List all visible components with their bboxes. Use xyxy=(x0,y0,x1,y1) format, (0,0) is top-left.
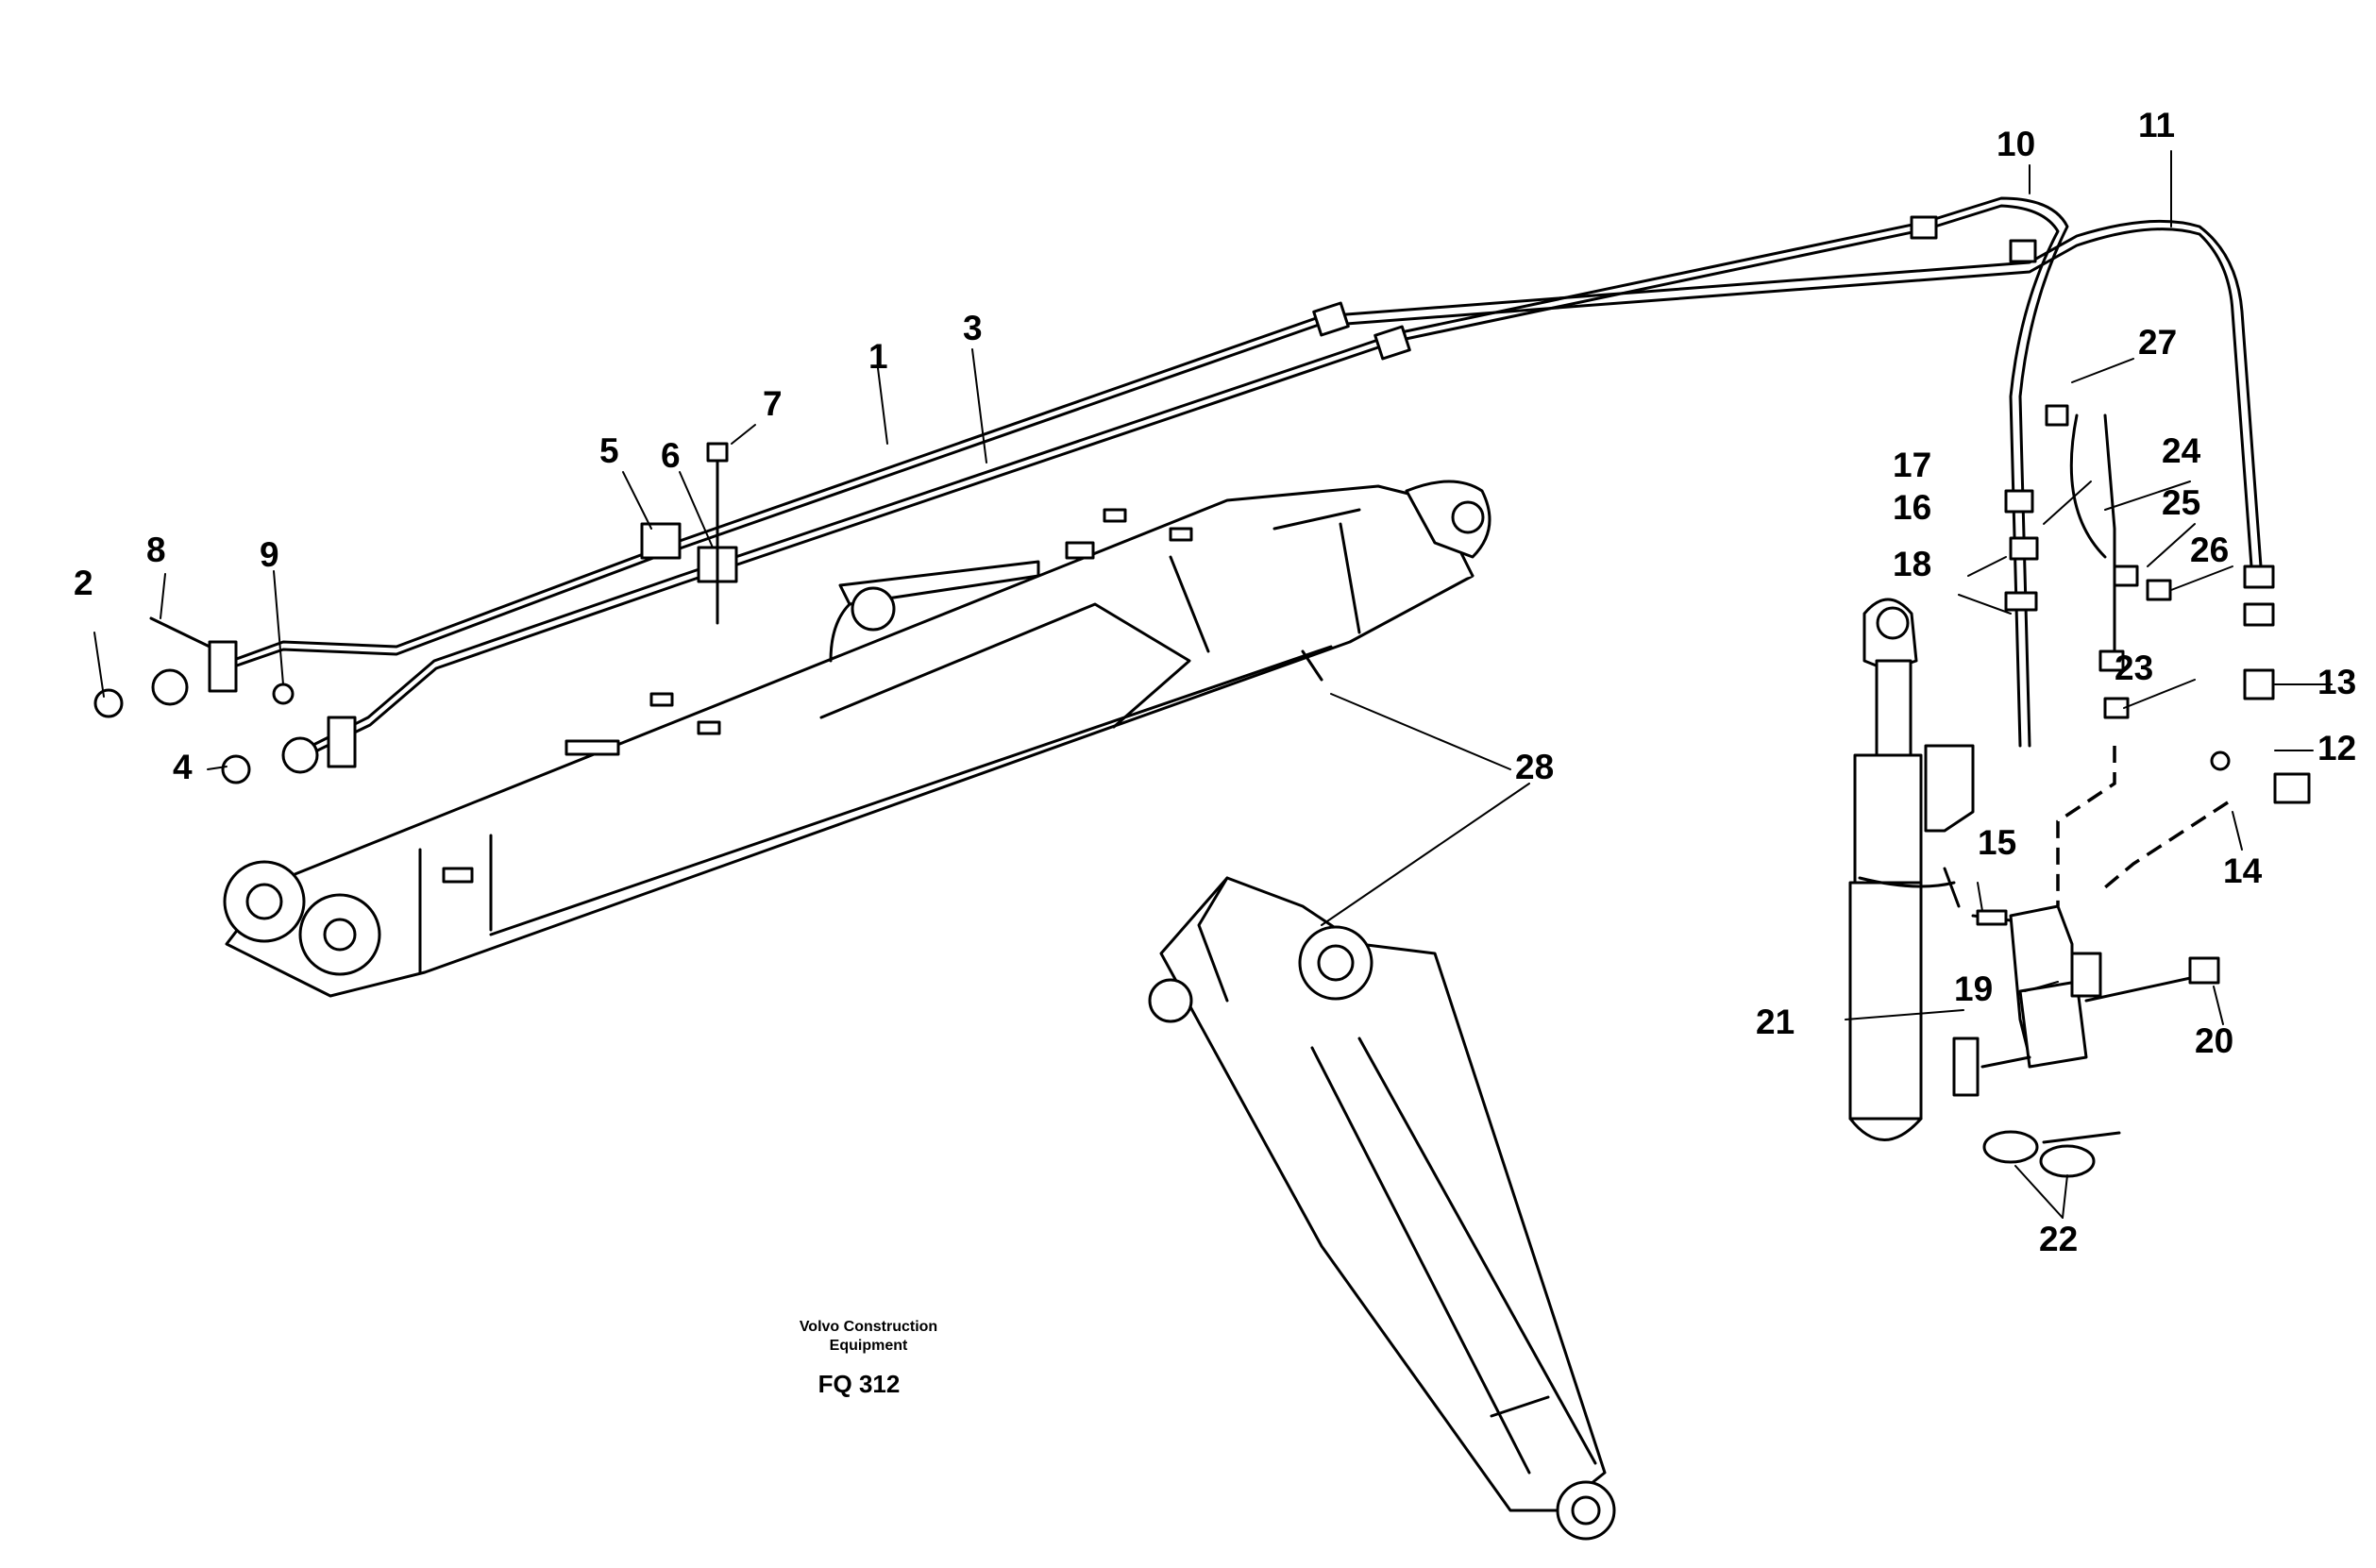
callout-12: 12 xyxy=(2317,729,2356,767)
callout-27: 27 xyxy=(2138,323,2177,362)
hose-clamps-22 xyxy=(1982,1130,2121,1178)
callout-18: 18 xyxy=(1893,545,1931,583)
callout-6: 6 xyxy=(661,436,681,475)
caption-line-1: Volvo Construction xyxy=(800,1319,937,1335)
callout-17: 17 xyxy=(1893,446,1931,484)
callout-10: 10 xyxy=(1997,125,2035,163)
callout-14: 14 xyxy=(2223,851,2263,890)
callout-22: 22 xyxy=(2039,1220,2078,1258)
drawing-code: FQ 312 xyxy=(818,1370,901,1398)
callout-9: 9 xyxy=(260,535,279,574)
caption: Volvo Construction Equipment FQ 312 xyxy=(800,1319,937,1398)
cylinder-21 xyxy=(1848,598,1980,1141)
boom xyxy=(223,480,1491,998)
callout-2: 2 xyxy=(74,564,93,602)
callout-8: 8 xyxy=(146,531,166,569)
callout-16: 16 xyxy=(1893,488,1931,527)
leader-lines xyxy=(93,150,2333,1219)
callout-23: 23 xyxy=(2115,649,2153,687)
callout-19: 19 xyxy=(1954,969,1993,1008)
clamp-assembly-left xyxy=(93,442,738,784)
dashed-pipes xyxy=(2056,746,2229,906)
callout-15: 15 xyxy=(1978,823,2016,862)
dipper-arm xyxy=(1148,876,1616,1541)
callout-4: 4 xyxy=(173,748,193,786)
callout-21: 21 xyxy=(1756,1003,1795,1041)
callout-13: 13 xyxy=(2317,663,2356,701)
callout-11: 11 xyxy=(2138,106,2175,144)
callout-26: 26 xyxy=(2190,531,2229,569)
valve-block-19 xyxy=(1971,904,2220,1069)
callout-1: 1 xyxy=(868,337,888,376)
caption-line-2: Equipment xyxy=(830,1338,908,1354)
callout-5: 5 xyxy=(599,431,619,470)
callout-28: 28 xyxy=(1515,748,1554,786)
callout-25: 25 xyxy=(2162,483,2200,522)
callout-24: 24 xyxy=(2162,431,2201,470)
callout-20: 20 xyxy=(2195,1021,2233,1060)
callout-3: 3 xyxy=(963,309,983,347)
callout-labels: 1 2 3 4 5 6 7 8 9 10 11 12 13 14 15 16 1… xyxy=(74,106,2356,1258)
callout-7: 7 xyxy=(763,384,783,423)
fittings xyxy=(1312,215,2311,804)
